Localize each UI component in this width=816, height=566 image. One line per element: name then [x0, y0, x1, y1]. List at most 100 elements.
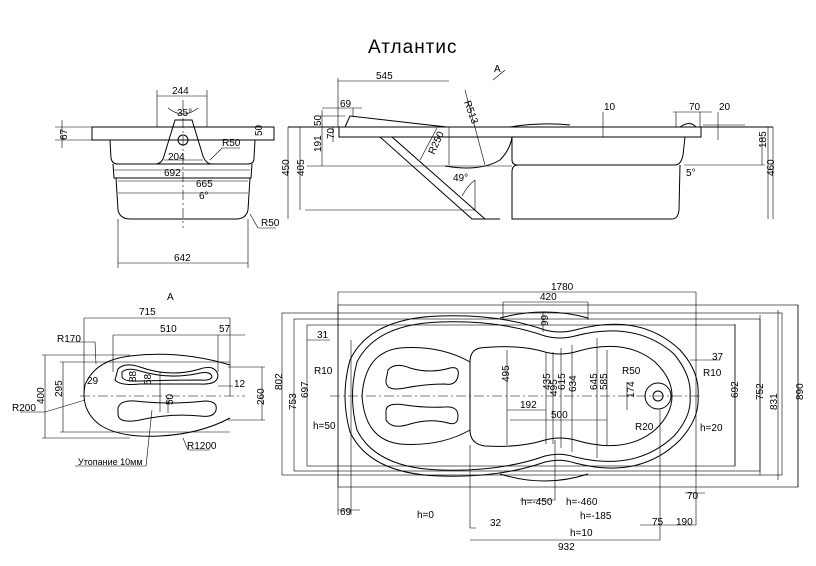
dim-831: 831 — [769, 393, 780, 410]
dim-50: 50 — [165, 393, 176, 405]
dim-495: 495 — [501, 365, 512, 382]
side-flange — [288, 126, 773, 138]
dim-r10-left: R10 — [314, 366, 333, 377]
dim-500: 500 — [551, 410, 568, 421]
dim-70: 70 — [687, 491, 699, 502]
dim-r200: R200 — [12, 403, 36, 414]
dim-260: 260 — [256, 388, 267, 405]
dim-510: 510 — [160, 324, 177, 335]
dim-50: 50 — [254, 124, 265, 136]
end-view: 244 35° 67 50 R50 204 692 665 6° R50 642 — [55, 86, 280, 268]
dim-244: 244 — [172, 86, 189, 97]
dim-12: 12 — [234, 379, 246, 390]
end-dimension-lines — [55, 90, 276, 268]
detail-view-a: A 715 510 57 R170 29 88 58 50 12 400 295… — [12, 292, 267, 467]
dim-r170: R170 — [57, 334, 81, 345]
h-minus-460: h=-460 — [566, 497, 598, 508]
dim-88: 88 — [128, 370, 139, 382]
dim-37: 37 — [712, 352, 724, 363]
frame-802 — [281, 312, 783, 476]
h-20: h=20 — [700, 423, 723, 434]
dim-31: 31 — [317, 330, 329, 341]
upper-groove-inner — [121, 368, 213, 382]
h-minus-450: h=-450 — [521, 497, 553, 508]
h-0: h=0 — [417, 510, 434, 521]
dim-angle-35: 35° — [177, 108, 192, 119]
dim-69: 69 — [340, 507, 352, 518]
dim-29: 29 — [87, 376, 99, 387]
dim-185: 185 — [758, 131, 769, 148]
h-50: h=50 — [313, 421, 336, 432]
tub-rim-outline — [352, 321, 691, 471]
dim-r1200: R1200 — [187, 441, 217, 452]
dim-545: 545 — [376, 71, 393, 82]
end-lower-body — [112, 163, 253, 220]
side-seat-slope — [379, 136, 513, 220]
dim-r250: R250 — [427, 130, 447, 157]
detail-outline — [83, 353, 231, 437]
dim-99: 99 — [540, 314, 551, 326]
dim-174: 174 — [626, 381, 637, 398]
view-a-marker: A — [494, 64, 501, 75]
h-minus-185: h=-185 — [580, 511, 612, 522]
dim-495-b: 495 — [549, 379, 560, 396]
dim-r50-bottom: R50 — [261, 218, 280, 229]
dim-460: 460 — [766, 159, 777, 176]
h-10: h=10 — [570, 528, 593, 539]
tub-basin-outline — [469, 345, 673, 447]
dim-70-right: 70 — [689, 102, 701, 113]
dim-932: 932 — [558, 542, 575, 553]
dim-r10-right: R10 — [703, 368, 722, 379]
plan-dimension-lines — [307, 291, 799, 541]
dim-435: 435 — [542, 373, 553, 390]
dim-665: 665 — [196, 179, 213, 190]
dim-angle-49: 49° — [453, 173, 468, 184]
side-dimension-lines — [287, 69, 774, 219]
plan-view: 1780 420 99 802 753 697 31 R10 h=50 495 … — [274, 282, 806, 553]
detail-title-a: A — [167, 292, 174, 303]
dim-69: 69 — [340, 99, 352, 110]
dim-405: 405 — [296, 159, 307, 176]
dim-802: 802 — [274, 373, 285, 390]
dim-645: 645 — [589, 373, 600, 390]
side-lower-tub — [511, 164, 681, 220]
dim-615: 615 — [557, 373, 568, 390]
end-ledge — [154, 119, 213, 165]
dim-890: 890 — [795, 383, 806, 400]
side-view: A 545 69 50 70 191 405 450 R513 R250 49°… — [281, 64, 777, 220]
dim-r50-top: R50 — [222, 138, 241, 149]
dim-697: 697 — [300, 381, 311, 398]
dim-r513: R513 — [461, 99, 480, 126]
dim-295: 295 — [54, 380, 65, 397]
dim-692: 692 — [164, 168, 181, 179]
dim-75: 75 — [652, 517, 664, 528]
dim-634: 634 — [568, 375, 579, 392]
dim-715: 715 — [139, 307, 156, 318]
dim-692: 692 — [730, 381, 741, 398]
dim-r50: R50 — [622, 366, 641, 377]
dim-32: 32 — [490, 518, 502, 529]
dim-57: 57 — [219, 324, 231, 335]
dim-642: 642 — [174, 253, 191, 264]
dim-50: 50 — [313, 114, 324, 126]
dim-420: 420 — [540, 292, 557, 303]
dim-67: 67 — [59, 128, 70, 140]
tub-outer-outline — [344, 315, 699, 477]
dim-angle-5: 5° — [686, 168, 696, 179]
dim-20: 20 — [719, 102, 731, 113]
lower-headrest-groove — [117, 400, 217, 422]
dim-450: 450 — [281, 159, 292, 176]
dim-204: 204 — [168, 152, 185, 163]
drawing-title: Атлантис — [368, 37, 458, 58]
dim-192: 192 — [520, 400, 537, 411]
side-rim-profile — [344, 115, 697, 128]
recess-note: Утопание 10мм — [78, 457, 143, 467]
upper-headrest-groove — [114, 364, 219, 385]
dim-angle-6: 6° — [199, 191, 209, 202]
detail-dimension-lines — [20, 317, 265, 467]
dim-585: 585 — [599, 373, 610, 390]
dim-58: 58 — [143, 373, 154, 385]
dim-190: 190 — [676, 517, 693, 528]
headrest-groove-lower — [385, 403, 459, 427]
